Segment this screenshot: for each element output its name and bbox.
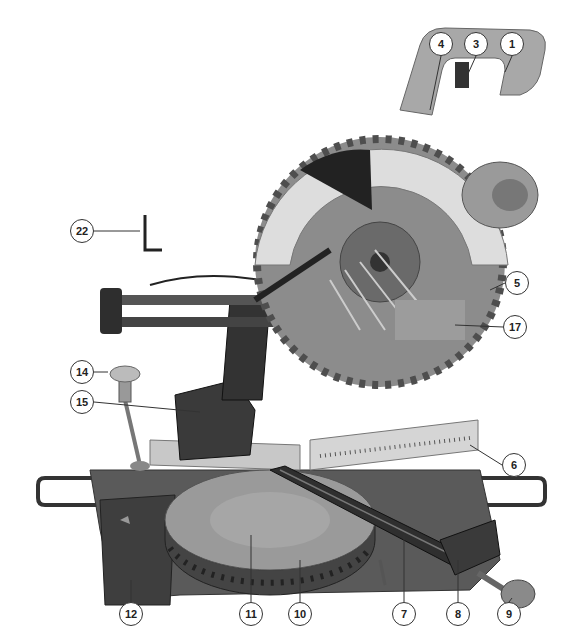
callout-number: 12 <box>119 602 143 626</box>
callout-number: 6 <box>502 453 526 477</box>
callout-number: 3 <box>464 32 488 56</box>
callout-number: 14 <box>70 360 94 384</box>
callout-number: 22 <box>70 219 94 243</box>
callout-number: 5 <box>505 271 529 295</box>
callout-number: 17 <box>503 315 527 339</box>
callout-number: 7 <box>392 602 416 626</box>
callout-number: 11 <box>239 602 263 626</box>
callout-number: 9 <box>497 602 521 626</box>
callout-number: 15 <box>70 390 94 414</box>
callout-number: 8 <box>446 602 470 626</box>
callout-number: 4 <box>429 32 453 56</box>
callout-number: 10 <box>288 602 312 626</box>
callout-number: 1 <box>500 32 524 56</box>
